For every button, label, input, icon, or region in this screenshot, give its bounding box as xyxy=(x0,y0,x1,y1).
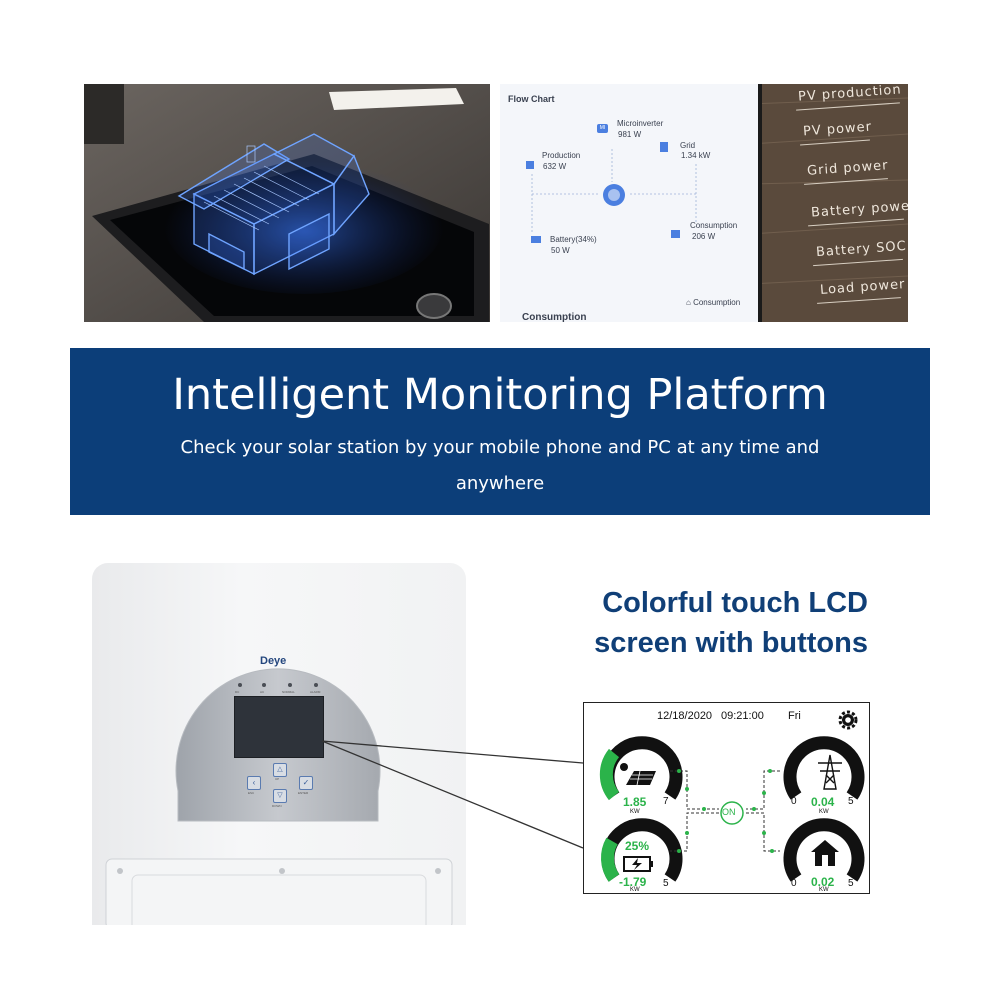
button-label: ENTER xyxy=(298,791,309,795)
house-icon xyxy=(671,230,680,238)
photo-monitoring-app: Flow Chart MI Microinverter 981 W Produc… xyxy=(500,84,908,322)
mi-badge-label: MI xyxy=(599,125,606,131)
battery-icon xyxy=(531,236,541,243)
banner-subtitle: Check your solar station by your mobile … xyxy=(180,437,820,494)
bottom-link-label: Consumption xyxy=(693,298,741,307)
enter-button[interactable]: ✓ xyxy=(299,776,313,790)
grid-label: Grid xyxy=(680,141,696,150)
feature-title: Colorful touch LCD screen with buttons xyxy=(548,583,868,663)
flow-lines xyxy=(526,142,697,243)
button-label: ESC xyxy=(248,791,255,795)
grid-gauge xyxy=(783,736,865,800)
transmission-tower-icon xyxy=(818,754,842,790)
load-power-unit: KW xyxy=(819,887,829,893)
load-gauge xyxy=(783,818,865,882)
pv-gauge xyxy=(599,736,683,801)
indicator-normal xyxy=(288,683,292,687)
inverter-brand-logo: Deye xyxy=(260,655,287,667)
grid-value: 1.34 kW xyxy=(681,151,711,160)
lcd-date: 12/18/2020 xyxy=(657,710,713,722)
grid-icon xyxy=(660,142,668,152)
battery-label: Battery(34%) xyxy=(550,235,597,244)
production-value: 632 W xyxy=(543,162,567,171)
pv-power-unit: KW xyxy=(630,809,640,815)
microinverter-value: 981 W xyxy=(618,130,642,139)
app-screen: Flow Chart MI Microinverter 981 W Produc… xyxy=(500,84,762,322)
grid-gauge-min: 0 xyxy=(791,796,797,807)
bottom-heading: Consumption xyxy=(522,312,587,322)
grid-power-value: 0.04 xyxy=(811,795,835,809)
consumption-label: Consumption xyxy=(690,221,738,230)
battery-soc: 25% xyxy=(625,839,650,853)
mi-badge: MI xyxy=(597,124,608,133)
up-button[interactable]: △ xyxy=(273,763,287,777)
battery-gauge-max: 5 xyxy=(663,878,669,889)
feature-title-line1: Colorful touch LCD xyxy=(602,587,868,619)
down-button[interactable]: ▽ xyxy=(273,789,287,803)
indicator-label: ALARM xyxy=(310,690,321,694)
consumption-value: 206 W xyxy=(692,232,716,241)
gear-icon xyxy=(838,710,858,730)
battery-power-value: -1.79 xyxy=(619,875,647,889)
banner-title: Intelligent Monitoring Platform xyxy=(172,370,828,420)
check-icon: ✓ xyxy=(302,778,310,787)
lcd-graphics xyxy=(599,710,865,882)
banner: Intelligent Monitoring Platform Check yo… xyxy=(70,348,930,515)
house-icon xyxy=(811,840,839,866)
load-power-value: 0.02 xyxy=(811,875,835,889)
lcd-time: 09:21:00 xyxy=(721,710,764,722)
battery-power-unit: KW xyxy=(630,887,640,893)
inverter-unit: Deye DC AC NORMAL ALARM ‹ △ ✓ ▽ ESC UP E… xyxy=(92,563,466,925)
esc-button[interactable]: ‹ xyxy=(247,776,261,790)
arrow-up-icon: △ xyxy=(277,766,283,773)
battery-value: 50 W xyxy=(551,246,570,255)
button-label: DOWN xyxy=(272,804,282,808)
indicator-dc xyxy=(238,683,242,687)
indicator-label: DC xyxy=(235,690,240,694)
indicator-alarm xyxy=(314,683,318,687)
battery-icon xyxy=(623,856,653,872)
inverter-lcd-screen xyxy=(234,696,324,758)
load-gauge-max: 5 xyxy=(848,878,854,889)
battery-gauge xyxy=(600,818,683,882)
lcd-zoom-screen: 12/18/2020 09:21:00 Fri xyxy=(583,702,870,894)
solar-panel-icon xyxy=(620,763,656,786)
home-icon: ⌂ xyxy=(686,298,694,307)
arrow-down-icon: ▽ xyxy=(277,792,283,799)
hologram-house-illustration xyxy=(84,84,490,322)
microinverter-label: Microinverter xyxy=(617,119,664,128)
bottom-link[interactable]: ⌂ Consumption xyxy=(686,298,740,307)
grid-power-unit: KW xyxy=(819,809,829,815)
grid-gauge-max: 5 xyxy=(848,796,854,807)
indicator-label: AC xyxy=(260,690,265,694)
button-label: UP xyxy=(275,777,280,781)
production-icon xyxy=(526,161,534,169)
production-label: Production xyxy=(542,151,581,160)
indicator-label: NORMAL xyxy=(282,690,295,694)
load-gauge-min: 0 xyxy=(791,878,797,889)
center-on-indicator: ON xyxy=(722,807,736,817)
app-header: Flow Chart xyxy=(508,94,555,104)
photo-hologram-house xyxy=(84,84,490,322)
feature-title-line2: screen with buttons xyxy=(594,627,868,659)
pv-gauge-max: 7 xyxy=(663,796,669,807)
indicator-ac xyxy=(262,683,266,687)
pv-power-value: 1.85 xyxy=(623,795,647,809)
chevron-left-icon: ‹ xyxy=(252,778,256,787)
lcd-day: Fri xyxy=(788,710,801,722)
